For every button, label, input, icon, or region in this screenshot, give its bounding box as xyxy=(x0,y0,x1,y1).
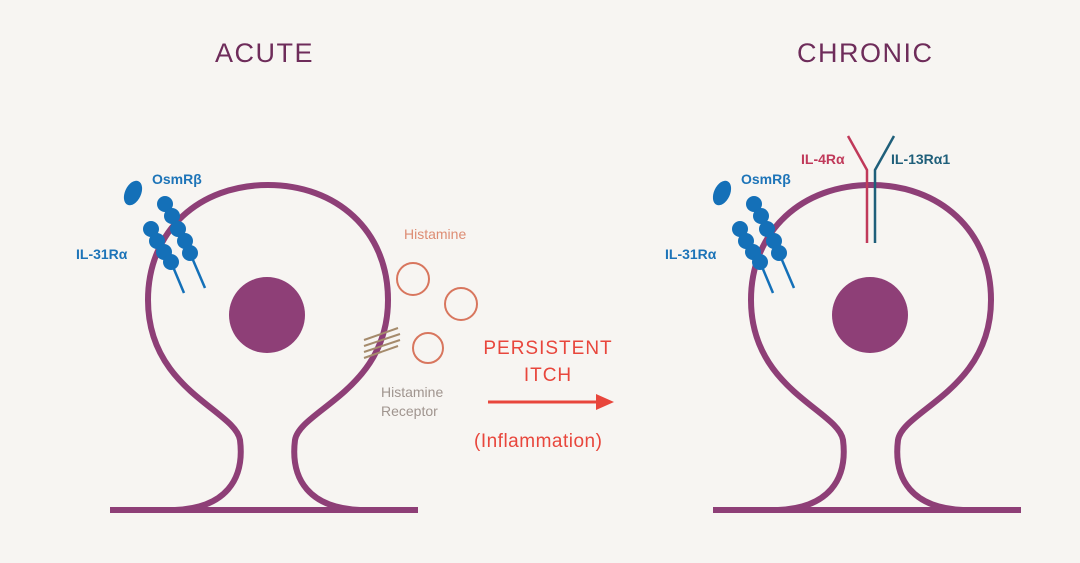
persistent-line: PERSISTENT xyxy=(483,338,613,359)
osmr-label-left: OsmRβ xyxy=(152,171,202,187)
il31-label-left: IL-31Rα xyxy=(76,246,128,262)
osmr-label-right: OsmRβ xyxy=(741,171,791,187)
histamine-receptor-icon xyxy=(363,327,401,359)
histamine-receptor-line1: Histamine xyxy=(381,384,444,400)
il13-label: IL-13Rα1 xyxy=(891,151,951,167)
persistent-itch-label: PERSISTENT ITCH xyxy=(478,335,618,389)
il4-il13-receptor xyxy=(846,135,896,243)
itch-line: ITCH xyxy=(523,365,573,386)
histamine-label: Histamine xyxy=(404,226,467,242)
chronic-title: CHRONIC xyxy=(797,38,934,68)
il4-label: IL-4Rα xyxy=(801,151,845,167)
histamine-receptor-line2: Receptor xyxy=(381,403,438,419)
histamine-receptor-label: Histamine Receptor xyxy=(381,383,443,421)
histamine-molecules xyxy=(396,262,478,364)
il31-label-right: IL-31Rα xyxy=(665,246,717,262)
persistent-itch-arrow xyxy=(488,394,614,410)
acute-il31-receptor xyxy=(119,176,207,295)
inflammation-label: (Inflammation) xyxy=(474,431,603,452)
acute-title: ACUTE xyxy=(215,38,315,68)
